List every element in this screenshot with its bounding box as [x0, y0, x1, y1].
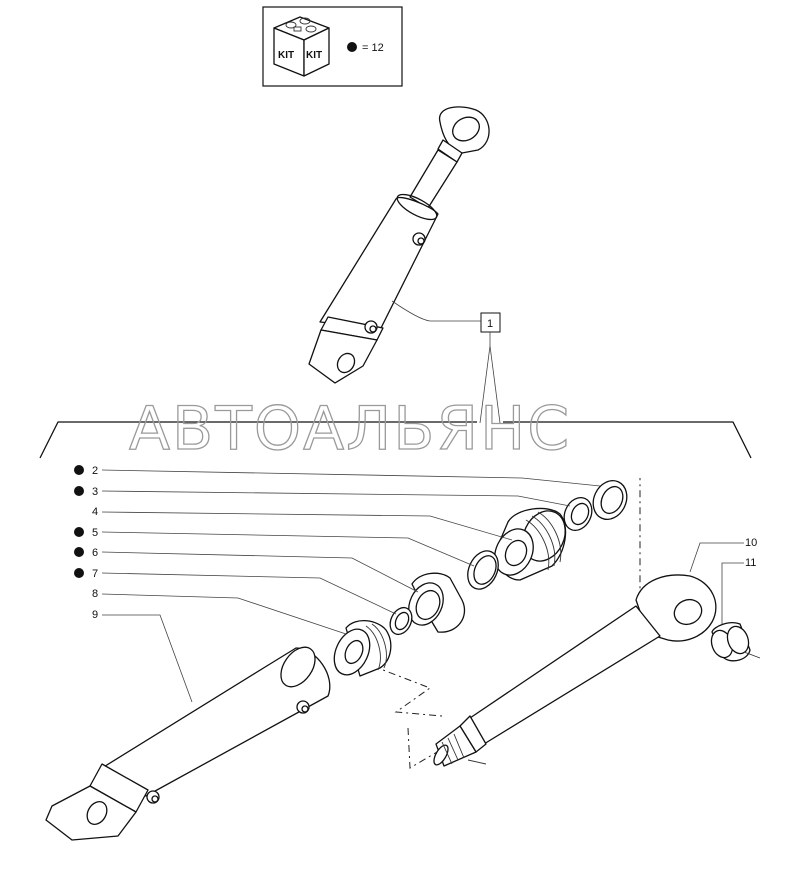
- kit-label-right: KIT: [306, 50, 322, 61]
- kit-label-left: KIT: [278, 50, 294, 61]
- part-3-ring: [563, 496, 593, 532]
- kit-marker-3: [74, 486, 84, 496]
- callout-8: 8: [92, 588, 347, 635]
- kit-marker-7: [74, 568, 84, 578]
- kit-quantity: = 12: [362, 42, 384, 54]
- part-2-seal-ring: [592, 480, 628, 520]
- callout-label-2: 2: [92, 465, 98, 477]
- watermark-text: АВТОАЛЬЯНС: [129, 394, 571, 464]
- callout-label-3: 3: [92, 486, 98, 498]
- part-7-small-ring: [389, 606, 413, 636]
- kit-marker-5: [74, 527, 84, 537]
- callout-label-1: 1: [487, 318, 493, 330]
- kit-box-icon: KIT KIT: [273, 16, 330, 77]
- callout-4: 4: [92, 506, 513, 541]
- kit-marker-dot: [347, 42, 357, 52]
- part-6-bushing: [408, 572, 466, 633]
- kit-legend: KIT KIT = 12: [262, 6, 403, 87]
- callout-label-7: 7: [92, 568, 98, 580]
- callout-label-6: 6: [92, 547, 98, 559]
- callout-1: 1: [391, 300, 501, 424]
- callout-label-11: 11: [745, 557, 756, 569]
- callout-label-9: 9: [92, 609, 98, 621]
- part-5-o-ring: [467, 550, 499, 590]
- exploded-view-frame: [39, 421, 752, 459]
- callout-10: 10: [689, 537, 757, 573]
- assembled-cylinder: [308, 106, 490, 384]
- callout-label-10: 10: [745, 537, 757, 549]
- callout-5: 5: [74, 527, 475, 567]
- callout-label-5: 5: [92, 527, 98, 539]
- kit-marker-2: [74, 465, 84, 475]
- callout-9: 9: [92, 609, 193, 703]
- callout-11: 11: [721, 557, 756, 624]
- part-11-eye-bushing: [710, 622, 761, 662]
- part-10-piston-rod: [433, 574, 717, 767]
- callout-3: 3: [74, 486, 571, 507]
- part-4-guide-head: [494, 507, 567, 581]
- callout-7: 7: [74, 568, 397, 615]
- callout-2: 2: [74, 465, 601, 487]
- part-8-piston: [333, 620, 392, 677]
- callout-6: 6: [74, 547, 419, 593]
- callout-label-4: 4: [92, 506, 98, 518]
- callout-label-8: 8: [92, 588, 98, 600]
- kit-marker-6: [74, 547, 84, 557]
- part-9-cylinder-barrel: [45, 646, 331, 841]
